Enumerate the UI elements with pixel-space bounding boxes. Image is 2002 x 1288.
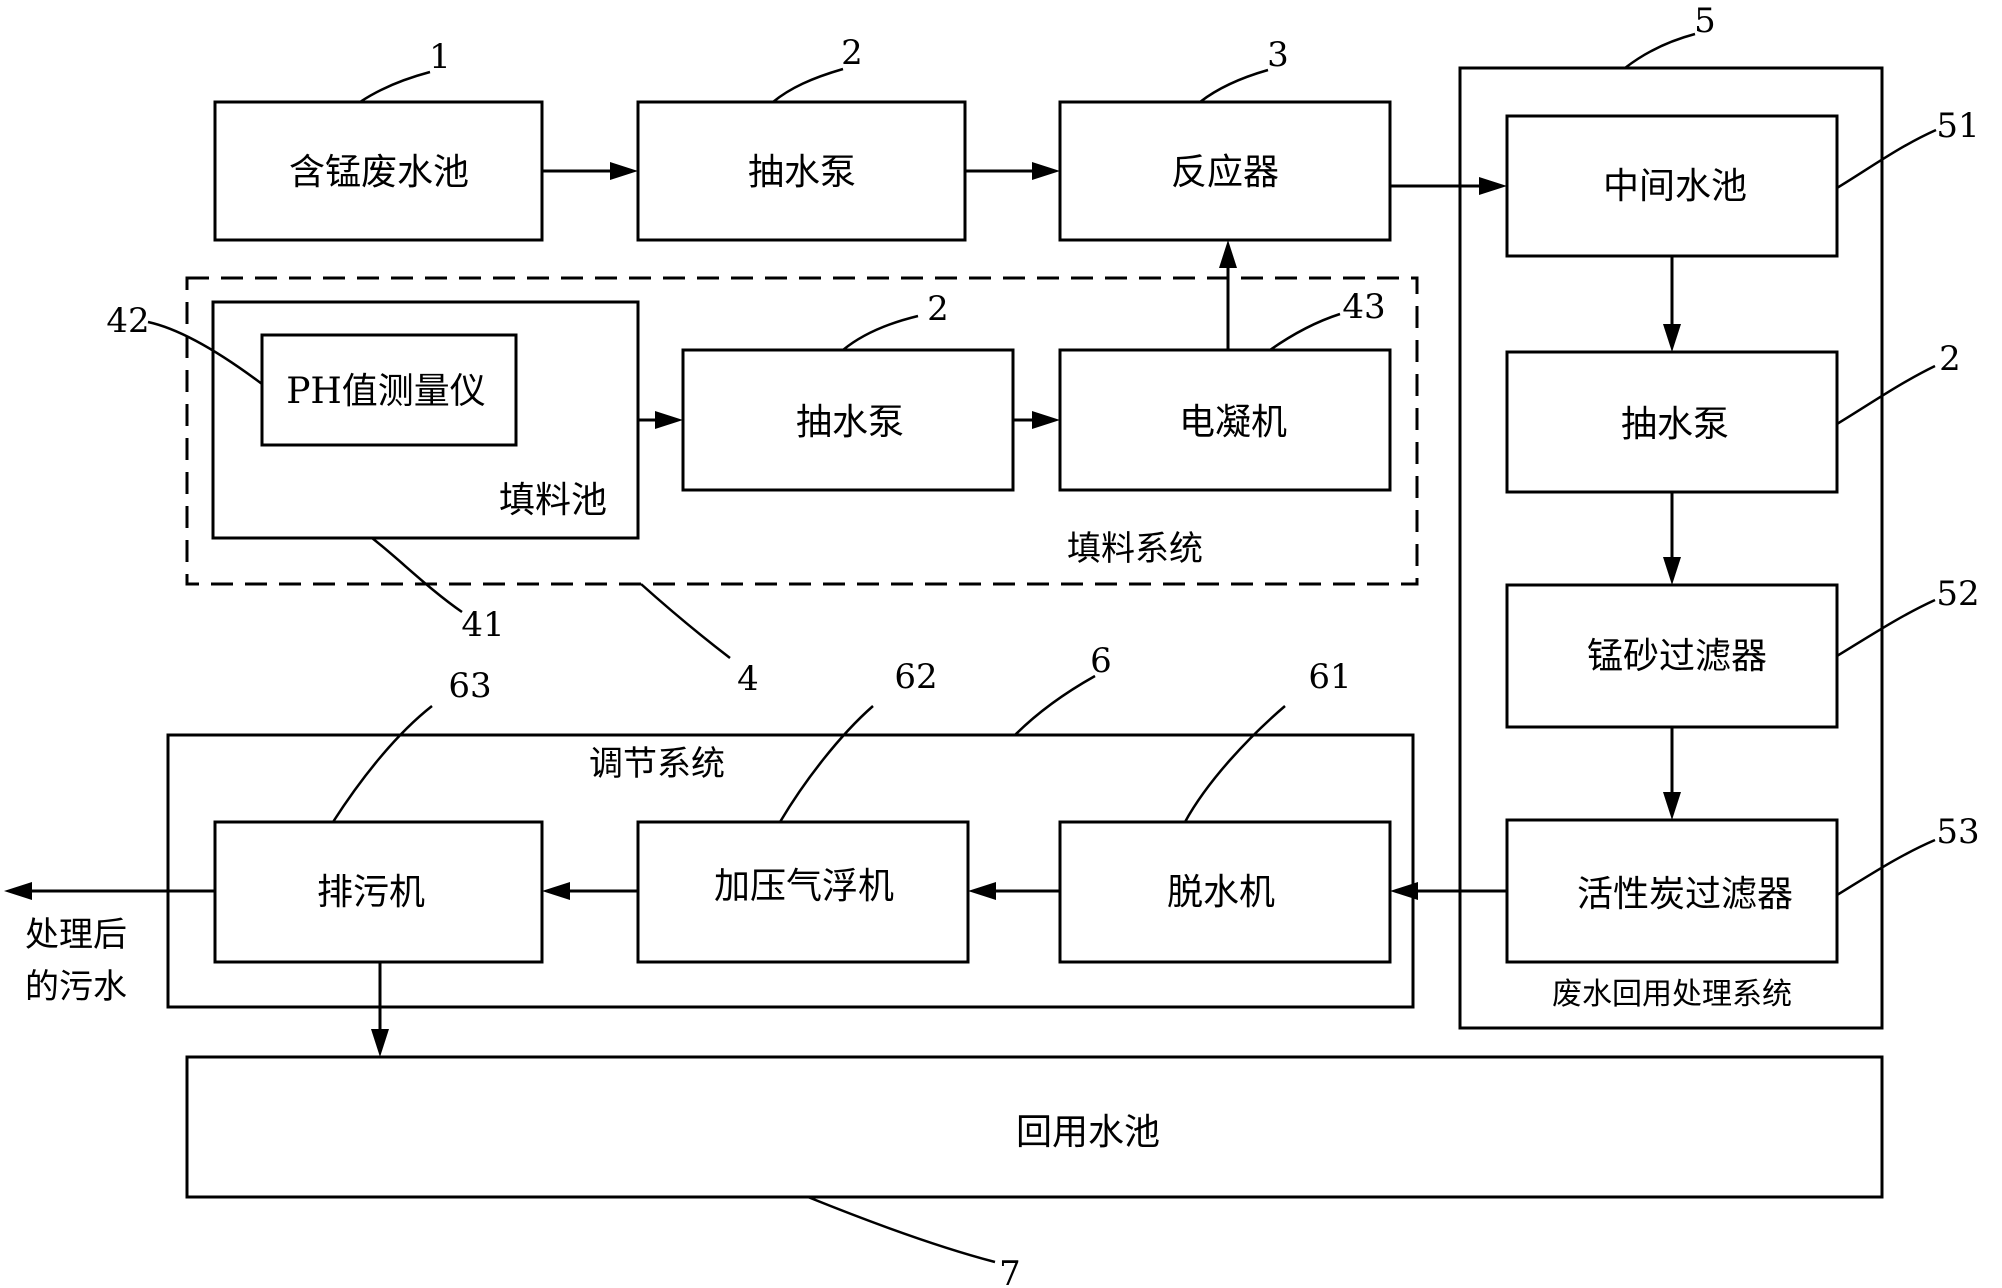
leader-52 [1836, 598, 1936, 658]
ph-meter-box [260, 333, 518, 447]
arrow-discharger-to-outlet-head [4, 882, 32, 900]
leader-lines [147, 32, 1937, 1264]
ref-2a: 2 [841, 33, 863, 73]
ref-41: 41 [461, 605, 504, 645]
filling-tank-label: 填料池 [499, 480, 607, 521]
ref-5: 5 [1694, 1, 1716, 41]
ref-53: 53 [1936, 812, 1979, 852]
leader-2a [772, 67, 844, 103]
manganese-sand-filter-box [1505, 583, 1839, 729]
ref-42: 42 [106, 301, 149, 341]
ref-1: 1 [429, 37, 451, 77]
reuse-system-caption: 废水回用处理系统 [1552, 977, 1792, 1012]
reactor-box [1058, 100, 1392, 242]
manganese-sand-filter-label: 锰砂过滤器 [1587, 636, 1767, 677]
ref-2b: 2 [927, 289, 949, 329]
leader-61 [1183, 705, 1286, 823]
water-pump-reuse-box [1505, 350, 1839, 494]
ref-43: 43 [1342, 287, 1385, 327]
arrow-pump-to-electrocoag-head [1032, 411, 1060, 429]
arrow-sandfilter-to-carbon-head [1663, 792, 1681, 820]
ref-62: 62 [894, 657, 937, 697]
leader-41 [371, 537, 463, 614]
outlet-caption-line1: 处理后 [25, 915, 127, 955]
leader-4 [640, 583, 731, 659]
arrow-filltank-to-pump-head [655, 411, 683, 429]
manganese-wastewater-tank-label: 含锰废水池 [289, 152, 469, 193]
leader-63 [331, 705, 433, 823]
dehydrator-label: 脱水机 [1167, 872, 1275, 913]
ref-2c: 2 [1939, 339, 1961, 379]
leader-2c [1836, 364, 1936, 426]
ref-52: 52 [1936, 574, 1979, 614]
manganese-wastewater-tank-box [213, 100, 544, 242]
arrow-reactor-to-intermediate-head [1479, 177, 1507, 195]
leader-43 [1269, 312, 1341, 352]
leader-6 [1014, 674, 1096, 736]
dehydrator-box [1058, 820, 1392, 964]
pressurized-flotation-label: 加压气浮机 [714, 866, 894, 907]
arrow-pump-to-sandfilter-head [1663, 557, 1681, 585]
arrow-flotation-to-discharger-head [542, 882, 570, 900]
water-pump-top-box [636, 100, 967, 242]
leader-2b [842, 314, 919, 351]
activated-carbon-filter-label: 活性炭过滤器 [1577, 874, 1793, 915]
reactor-label: 反应器 [1171, 152, 1279, 193]
reference-numerals: 1 2 3 5 51 42 2 43 2 41 4 52 63 62 6 61 … [106, 1, 1979, 1288]
electrocoagulator-label: 电凝机 [1179, 402, 1287, 443]
water-pump-reuse-label: 抽水泵 [1621, 404, 1729, 445]
reuse-water-tank-label: 回用水池 [1016, 1112, 1160, 1153]
leader-7 [807, 1195, 996, 1264]
ph-meter-label: PH值测量仪 [286, 371, 486, 412]
leader-51 [1836, 128, 1937, 190]
ref-51: 51 [1936, 106, 1979, 146]
arrow-carbon-to-dehydrator-head [1390, 882, 1418, 900]
arrow-pump-to-reactor-head [1032, 162, 1060, 180]
flow-arrows [4, 162, 1681, 1057]
adjust-system-caption: 调节系统 [589, 744, 725, 784]
fill-system-caption: 填料系统 [1067, 529, 1203, 569]
leader-1 [359, 70, 431, 104]
water-pump-fill-label: 抽水泵 [796, 402, 904, 443]
reuse-water-tank-box [185, 1055, 1884, 1199]
arrow-tank-to-pump-head [610, 162, 638, 180]
ref-3: 3 [1267, 35, 1289, 75]
water-pump-top-label: 抽水泵 [748, 152, 856, 193]
ref-6: 6 [1090, 641, 1112, 681]
ref-63: 63 [448, 666, 491, 706]
sewage-discharger-label: 排污机 [317, 872, 425, 913]
intermediate-tank-box [1505, 114, 1839, 258]
fill-system-frame [185, 276, 1419, 586]
arrow-dehydrator-to-flotation-head [968, 882, 996, 900]
water-pump-fill-box [681, 348, 1015, 492]
outlet-caption-line2: 的污水 [25, 967, 127, 1007]
leader-3 [1199, 68, 1269, 103]
arrow-electrocoag-to-reactor-head [1219, 240, 1237, 268]
intermediate-tank-label: 中间水池 [1603, 166, 1747, 207]
ref-4: 4 [737, 659, 759, 699]
arrow-discharger-to-reuse-tank-head [371, 1029, 389, 1057]
ref-7: 7 [999, 1254, 1021, 1288]
leader-62 [778, 705, 874, 823]
electrocoagulator-box [1058, 348, 1392, 492]
leader-5 [1624, 32, 1696, 69]
leader-42 [147, 320, 263, 386]
leader-53 [1836, 838, 1936, 897]
pressurized-flotation-box [636, 820, 970, 964]
arrow-intermediate-to-pump-head [1663, 324, 1681, 352]
activated-carbon-filter-box [1505, 818, 1839, 964]
ref-61: 61 [1308, 657, 1351, 697]
